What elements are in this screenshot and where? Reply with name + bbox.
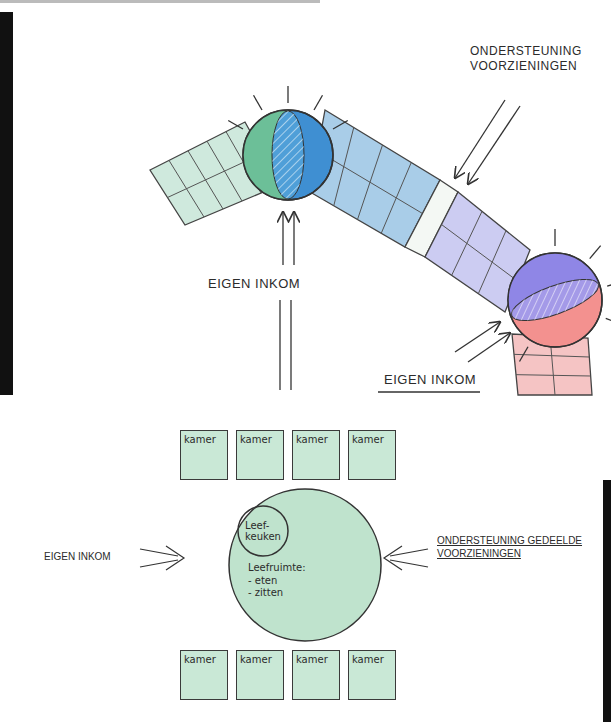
sphere-hatch (507, 271, 603, 329)
room-box: kamer (292, 430, 340, 480)
sphere-rays (228, 86, 611, 361)
room-wall (358, 145, 383, 220)
text-group: kamer (184, 654, 224, 667)
text-group: kamer (240, 434, 280, 447)
room-box: kamer (180, 650, 228, 700)
ray (333, 121, 348, 130)
border-bar (0, 12, 13, 395)
room-wall (334, 128, 354, 206)
node-text: - zitten (248, 587, 306, 600)
annotation-label: ONDERSTEUNING VOORZIENINGEN (470, 44, 595, 74)
sphere-outline (508, 253, 602, 347)
annotation-label: EIGEN INKOM (44, 551, 111, 564)
room-box: kamer (348, 650, 396, 700)
living-circle: Leefruimte:- eten- zitten Leef- keuken (228, 488, 382, 642)
input-arrow (293, 212, 294, 265)
ray (314, 95, 323, 110)
ray (554, 229, 555, 246)
circle-shape (229, 489, 381, 641)
annotation-label: EIGEN INKOM (208, 276, 300, 292)
input-arrow (455, 322, 500, 352)
room-wall (381, 163, 411, 234)
node-text: kamer (352, 654, 392, 667)
input-arrow (282, 212, 283, 265)
node-text: - eten (248, 575, 306, 588)
ray (254, 95, 263, 110)
sphere (243, 110, 333, 200)
ray (590, 246, 601, 259)
arrow-head (166, 546, 184, 570)
ray (520, 347, 529, 362)
room-box: kamer (348, 430, 396, 480)
node-text: kamer (296, 654, 336, 667)
text-group: kamer (352, 654, 392, 667)
input-arrow (468, 106, 520, 184)
input-line (290, 300, 291, 390)
arrow-head (384, 546, 402, 570)
text-group: Leefruimte:- eten- zitten (248, 562, 306, 600)
room-wall (514, 354, 589, 357)
ray (607, 282, 611, 286)
room-wall (478, 231, 506, 294)
node-text: kamer (240, 654, 280, 667)
building-wings (150, 110, 592, 395)
room-box: kamer (292, 650, 340, 700)
room-box: kamer (236, 650, 284, 700)
node-text: kamer (352, 434, 392, 447)
input-arrow (468, 333, 510, 362)
text-group: kamer (296, 654, 336, 667)
node-text: kamer (184, 434, 224, 447)
living-circle: Leef- keuken (237, 505, 289, 557)
room-box: kamer (236, 430, 284, 480)
sphere-lens (507, 271, 603, 329)
border-line (0, 0, 320, 3)
ray (228, 121, 243, 130)
border-bar (603, 480, 611, 722)
text-group: kamer (352, 434, 392, 447)
sphere-outline (243, 110, 333, 200)
sphere-lens (272, 111, 304, 199)
annotation-label: EIGEN INKOM (384, 372, 476, 388)
text-group: kamer (240, 654, 280, 667)
ray (287, 86, 288, 103)
node-text: Leef- keuken (245, 520, 281, 543)
room-box: kamer (180, 430, 228, 480)
circle-shape (238, 506, 288, 556)
text-group: kamer (296, 434, 336, 447)
node-text: kamer (296, 434, 336, 447)
ray (606, 318, 611, 324)
room-wall (516, 375, 591, 376)
annotation-label: ONDERSTEUNING GEDEELDE VOORZIENINGEN (437, 535, 587, 560)
room-wall (452, 211, 482, 275)
input-line (279, 300, 280, 390)
node-text: Leefruimte: (248, 562, 306, 575)
text-group: kamer (184, 434, 224, 447)
sphere-hatch (272, 111, 304, 199)
node-text: kamer (184, 654, 224, 667)
input-line (378, 391, 480, 392)
node-text: kamer (240, 434, 280, 447)
text-group: Leef- keuken (245, 520, 281, 543)
